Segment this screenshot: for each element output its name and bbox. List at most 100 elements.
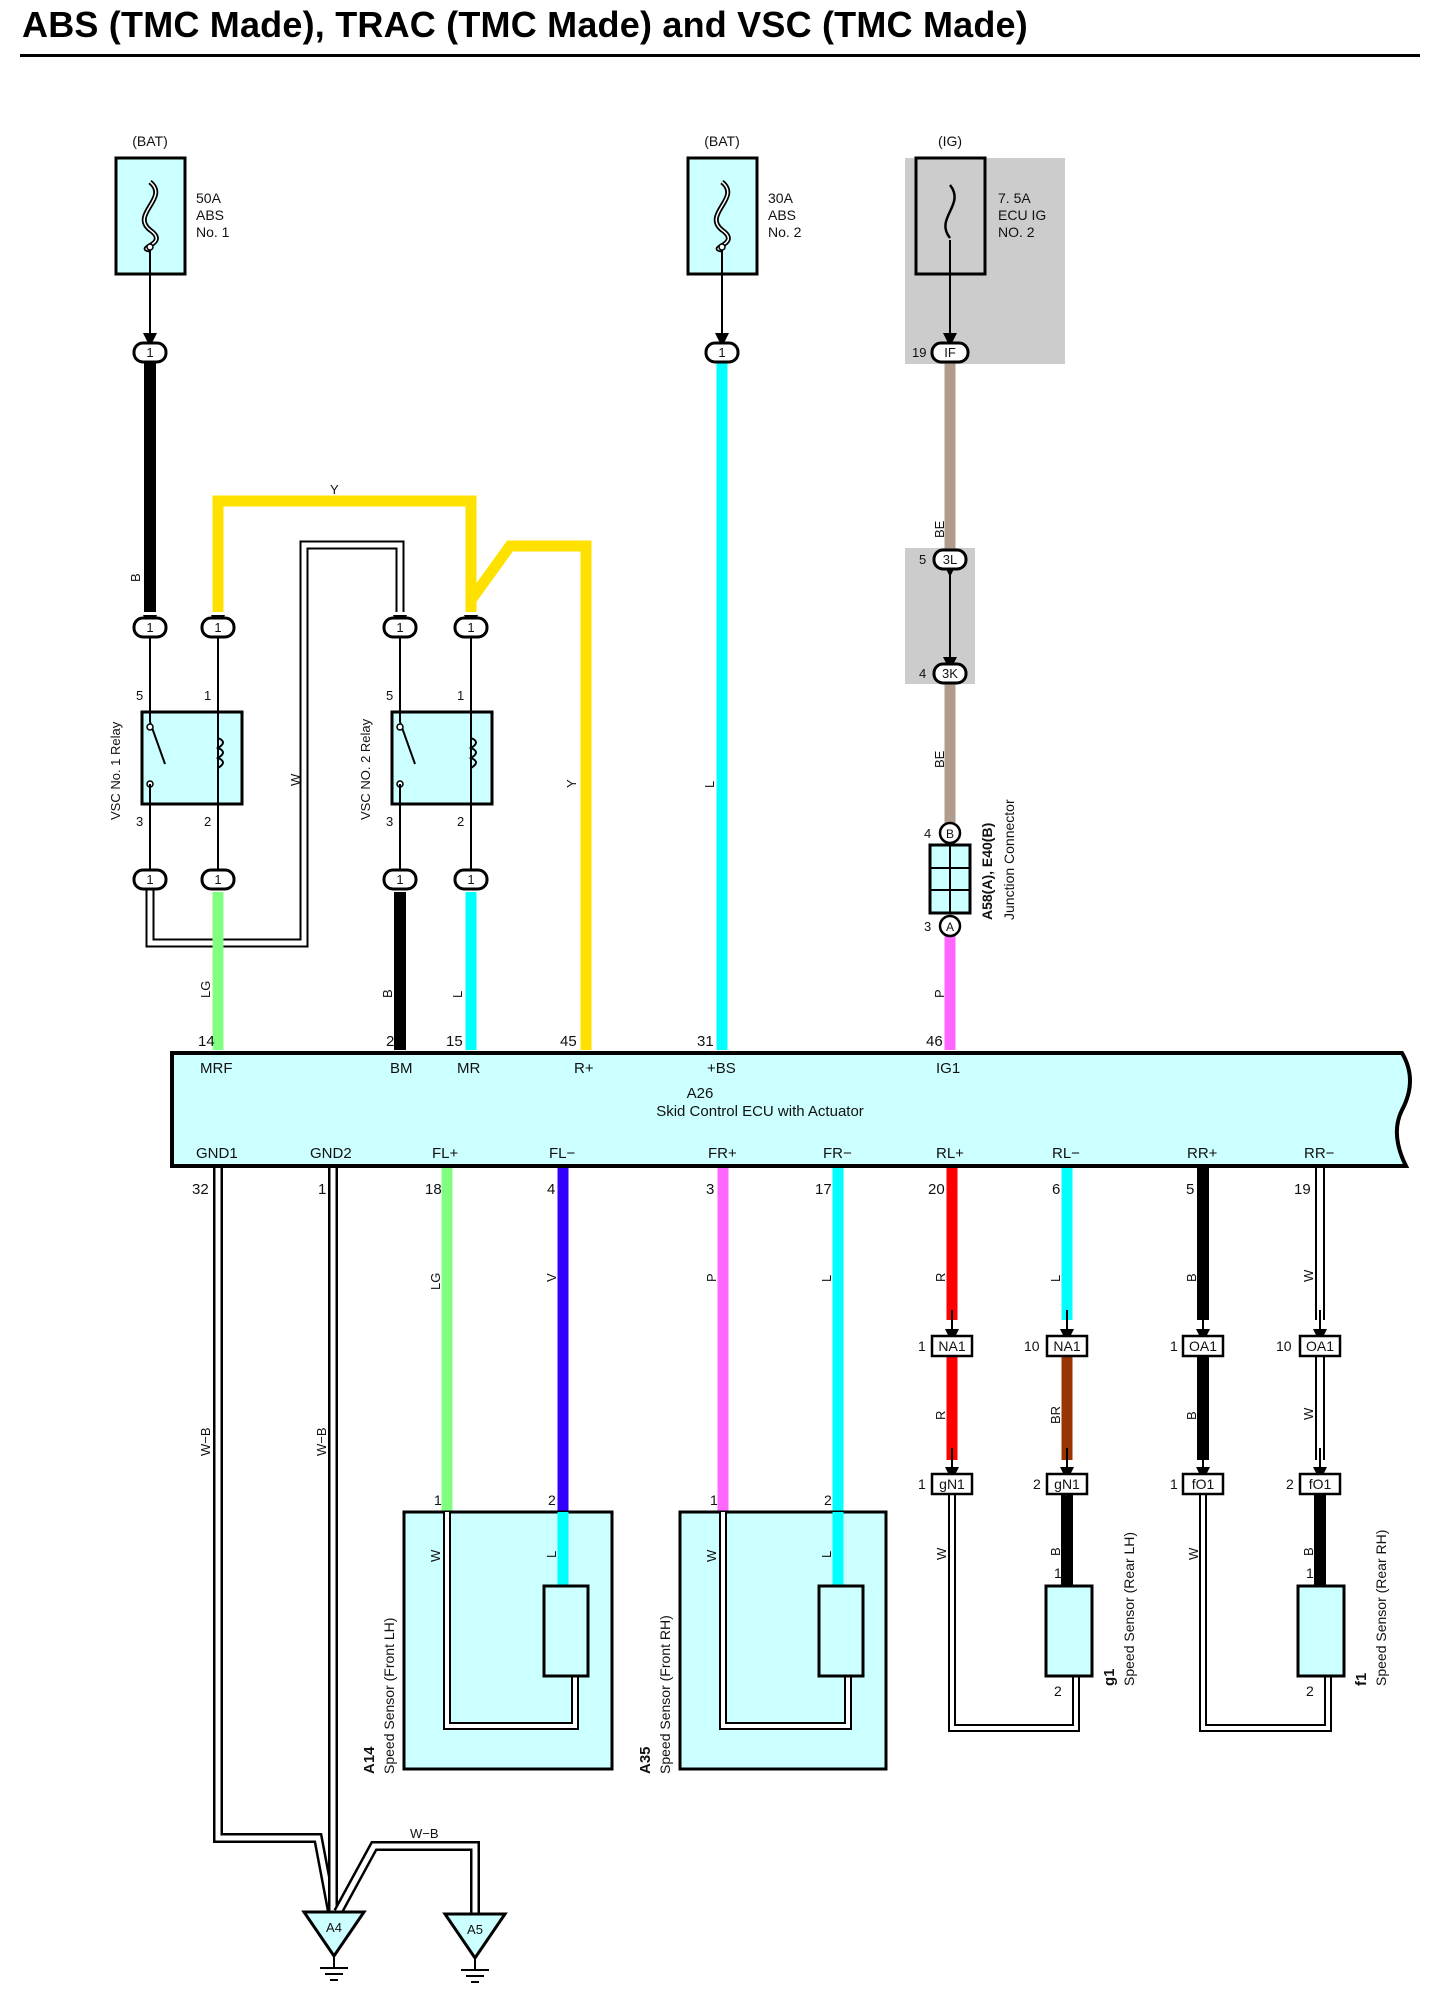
ecu-pin-label: RR+ (1187, 1145, 1218, 1162)
wire-label: W−B (410, 1826, 439, 1841)
svg-text:2: 2 (1286, 1476, 1294, 1492)
svg-text:IF: IF (944, 345, 956, 360)
ecu-pin-label: GND2 (310, 1145, 352, 1162)
vsc-no1-relay: 5 1 3 2 VSC No. 1 Relay (108, 615, 244, 885)
sensor-pin: 1 (1054, 1565, 1062, 1581)
ecu-pin-num: 19 (1294, 1181, 1311, 1198)
fuse-abs-no2: (BAT) 30A ABS No. 2 (686, 133, 802, 276)
wire-label: W (1301, 1407, 1316, 1420)
vsc-no2-relay: 5 1 3 2 VSC NO. 2 Relay (358, 615, 494, 885)
ecu-name: Skid Control ECU with Actuator (656, 1103, 864, 1120)
ecu-pin-num: 5 (1186, 1181, 1194, 1198)
wire-label: W (288, 773, 303, 786)
sensor-name: Speed Sensor (Front LH) (381, 1618, 397, 1774)
wire-label: Y (564, 779, 579, 788)
ecu-pin-num: 17 (815, 1181, 832, 1198)
speed-sensor-front-lh: 1 2 W L A14 Speed Sensor (Front LH) (361, 1492, 614, 1774)
wire-label: L (1048, 1275, 1063, 1282)
relay-name: VSC No. 1 Relay (108, 721, 123, 820)
fuse-rating: 7. 5A (998, 190, 1031, 206)
wire-label: V (544, 1273, 559, 1282)
fuse-name: ABS (768, 207, 796, 223)
svg-text:10: 10 (1024, 1338, 1040, 1354)
wire-label: BE (932, 750, 947, 768)
relay-pin: 5 (386, 688, 393, 703)
svg-text:NA1: NA1 (1053, 1338, 1080, 1354)
wire-label: Y (330, 482, 339, 497)
wire-label: L (450, 991, 465, 998)
ecu-pin-label: R+ (574, 1060, 594, 1077)
svg-text:1: 1 (214, 620, 221, 635)
junction-pin-b: B (946, 827, 954, 841)
fuse-number: NO. 2 (998, 224, 1035, 240)
page-title: ABS (TMC Made), TRAC (TMC Made) and VSC … (22, 4, 1028, 45)
relay-name: VSC NO. 2 Relay (358, 718, 373, 820)
ecu-pin-num: 6 (1052, 1181, 1060, 1198)
relay-pin: 3 (136, 814, 143, 829)
junction-name: Junction Connector (1001, 799, 1017, 920)
svg-text:gN1: gN1 (1054, 1476, 1080, 1492)
ecu-pin-num: 15 (446, 1033, 463, 1050)
wire-label: BE (932, 520, 947, 538)
relay-pin: 1 (204, 688, 211, 703)
ecu-skid-control: A26 Skid Control ECU with Actuator (170, 1051, 1412, 1168)
ecu-pin-label: FL+ (432, 1145, 459, 1162)
ecu-pin-num: 1 (318, 1181, 326, 1198)
sensor-code: A14 (361, 1746, 378, 1774)
relay-pin: 5 (136, 688, 143, 703)
svg-text:1: 1 (1170, 1476, 1178, 1492)
wire-label: W (428, 1549, 443, 1562)
svg-text:1: 1 (718, 345, 725, 360)
wire-label: B (1184, 1273, 1199, 1282)
sensor-pin: 2 (1054, 1683, 1062, 1699)
wire-label: P (704, 1273, 719, 1282)
sensor-pin: 2 (548, 1492, 556, 1508)
svg-text:3K: 3K (942, 666, 958, 681)
sensor-pin: 1 (434, 1492, 442, 1508)
svg-text:5: 5 (919, 552, 926, 567)
fuse-source-label: (BAT) (704, 133, 740, 149)
sensor-code: f1 (1353, 1673, 1370, 1686)
ecu-pin-label: MR (457, 1060, 480, 1077)
speed-sensor-rear-lh: 1 2 g1 Speed Sensor (Rear LH) (1044, 1532, 1137, 1699)
ecu-pin-label: RL− (1052, 1145, 1080, 1162)
ecu-pin-num: 4 (547, 1181, 555, 1198)
junction-pin-a: A (946, 920, 954, 934)
sensor-pin: 1 (710, 1492, 718, 1508)
ecu-pin-label: GND1 (196, 1145, 238, 1162)
junction-code: A58(A), E40(B) (979, 823, 995, 920)
svg-text:4: 4 (919, 666, 926, 681)
ecu-pin-label: RL+ (936, 1145, 964, 1162)
ecu-pin-label: FR+ (708, 1145, 737, 1162)
svg-text:2: 2 (1033, 1476, 1041, 1492)
rear-connectors: NA1 1 NA1 10 OA1 1 OA1 10 gN1 1 gN1 2 fO… (918, 1310, 1342, 1496)
wire-label: B (1184, 1411, 1199, 1420)
svg-text:1: 1 (467, 620, 474, 635)
svg-text:1: 1 (396, 872, 403, 887)
ecu-pin-num: 32 (192, 1181, 209, 1198)
junction-shade (905, 548, 975, 684)
wire-label: LG (198, 981, 213, 998)
wire-label: B (380, 989, 395, 998)
junction-connector: B 4 A 3 A58(A), E40(B) Junction Connecto… (924, 799, 1017, 938)
svg-text:10: 10 (1276, 1338, 1292, 1354)
sensor-code: g1 (1101, 1668, 1118, 1686)
wire-label: R (933, 1411, 948, 1420)
ecu-pin-label: FL− (549, 1145, 576, 1162)
wire-label: W (934, 1547, 949, 1560)
wire-label: B (1301, 1547, 1316, 1556)
ecu-pin-num: 2 (386, 1033, 394, 1050)
ecu-pin-num: 18 (425, 1181, 442, 1198)
wire-label: L (702, 781, 717, 788)
ecu-pin-label: IG1 (936, 1060, 960, 1077)
relay-pin: 3 (386, 814, 393, 829)
wire-label: W (1186, 1547, 1201, 1560)
ecu-pin-num: 14 (198, 1033, 215, 1050)
svg-text:1: 1 (146, 872, 153, 887)
sensor-name: Speed Sensor (Rear LH) (1121, 1532, 1137, 1686)
svg-text:1: 1 (214, 872, 221, 887)
junction-pin-a-num: 3 (924, 919, 931, 934)
sensor-pin: 2 (824, 1492, 832, 1508)
svg-text:fO1: fO1 (1309, 1476, 1332, 1492)
ecu-pin-label: FR− (823, 1145, 852, 1162)
